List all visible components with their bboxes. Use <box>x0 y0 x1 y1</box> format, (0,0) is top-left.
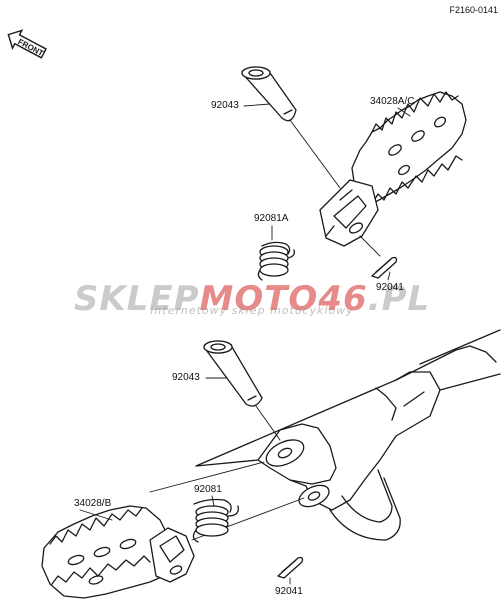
lower-footpeg <box>41 505 195 599</box>
lower-spring <box>192 498 239 543</box>
watermark-brand-a: SKLEP <box>73 279 200 319</box>
watermark-tagline: internetowy sklep motocyklowy <box>150 304 354 317</box>
label-cotter-upper: 92041 <box>376 282 404 293</box>
frame-bracket <box>195 329 501 541</box>
label-spring-lower: 92081 <box>194 484 222 495</box>
watermark-brand-c: .PL <box>367 279 431 319</box>
label-pin-upper: 92043 <box>211 100 239 111</box>
figure-code: F2160-0141 <box>449 5 498 15</box>
label-pin-lower: 92043 <box>172 372 200 383</box>
label-spring-upper: 92081A <box>254 213 289 224</box>
label-footpeg-upper: 34028A/C <box>370 96 415 107</box>
upper-pin <box>241 66 297 122</box>
lower-cotter-pin <box>277 556 304 579</box>
upper-footpeg <box>319 91 467 247</box>
lower-pin <box>203 340 263 407</box>
upper-cotter-pin <box>371 256 398 279</box>
upper-spring <box>257 241 296 281</box>
front-arrow-icon: FRONT <box>7 29 47 59</box>
watermark-brand: SKLEPMOTO46.PL <box>0 279 504 319</box>
front-arrow-badge: FRONT <box>4 24 48 64</box>
watermark-brand-b: MOTO46 <box>199 279 368 319</box>
label-cotter-lower: 92041 <box>275 586 303 597</box>
label-footpeg-lower: 34028/B <box>74 498 112 509</box>
